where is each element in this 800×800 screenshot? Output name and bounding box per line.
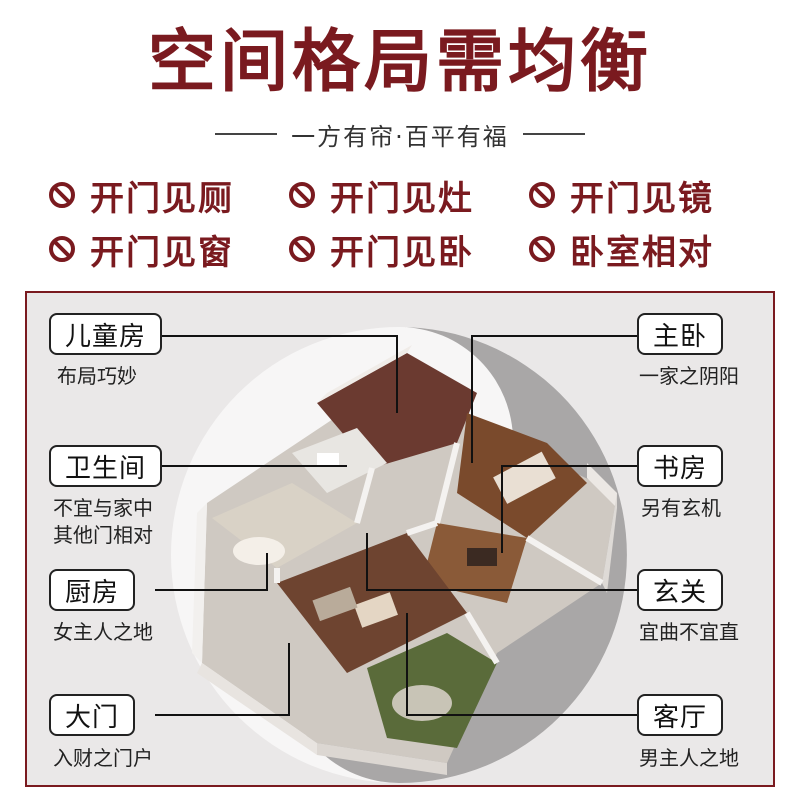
- label-foyer: 玄关: [637, 569, 724, 611]
- ban-icon: [529, 236, 555, 262]
- rule-item: 开门见窗: [48, 222, 288, 276]
- desc-foyer: 宜曲不宜直: [639, 620, 739, 644]
- label-entrance-door: 大门: [49, 694, 136, 736]
- leader-line-living-room: [406, 613, 639, 716]
- label-master-bedroom: 主卧: [637, 313, 724, 355]
- label-child-room: 儿童房: [49, 313, 163, 355]
- ban-icon: [49, 236, 75, 262]
- label-study: 书房: [637, 445, 724, 487]
- desc-master-bedroom: 一家之阴阳: [639, 364, 739, 388]
- desc-study: 另有玄机: [641, 496, 721, 520]
- subtitle-left-rule: [215, 133, 278, 135]
- rule-item: 开门见镜: [528, 168, 768, 222]
- desc-kitchen: 女主人之地: [53, 620, 153, 644]
- ban-icon: [289, 236, 315, 262]
- rule-text: 开门见窗: [90, 232, 234, 273]
- floorplan-model: [192, 345, 617, 775]
- leader-line-child-room: [155, 335, 398, 413]
- page-title: 空间格局需均衡: [147, 23, 652, 102]
- subtitle: 一方有帘·百平有福: [291, 122, 509, 151]
- floorplan-scene: [155, 327, 639, 783]
- rule-item: 开门见厕: [48, 168, 288, 222]
- subtitle-row: 一方有帘·百平有福: [0, 116, 800, 152]
- subtitle-right-rule: [522, 133, 585, 135]
- rule-item: 开门见卧: [288, 222, 528, 276]
- rule-text: 开门见灶: [330, 178, 474, 219]
- rule-item: 卧室相对: [528, 222, 768, 276]
- leader-line-study: [501, 465, 639, 553]
- rule-item: 开门见灶: [288, 168, 528, 222]
- leader-line-entrance-door: [155, 643, 290, 716]
- leader-line-master-bedroom: [471, 335, 639, 463]
- rule-text: 卧室相对: [570, 232, 714, 273]
- desc-bathroom-line2: 其他门相对: [53, 523, 153, 547]
- ban-icon: [49, 182, 75, 208]
- rule-text: 开门见厕: [90, 178, 234, 219]
- desc-bathroom-line1: 不宜与家中: [53, 496, 153, 520]
- ban-icon: [529, 182, 555, 208]
- leader-lines: [155, 335, 639, 716]
- desc-entrance-door: 入财之门户: [53, 746, 153, 770]
- desc-living-room: 男主人之地: [639, 746, 739, 770]
- ban-icon: [289, 182, 315, 208]
- rule-text: 开门见镜: [570, 178, 714, 219]
- label-bathroom: 卫生间: [49, 445, 163, 487]
- desc-child-room: 布局巧妙: [57, 364, 137, 388]
- label-kitchen: 厨房: [49, 569, 136, 611]
- leader-line-foyer: [366, 533, 639, 591]
- rule-text: 开门见卧: [330, 232, 474, 273]
- label-living-room: 客厅: [637, 694, 724, 736]
- leader-line-kitchen: [155, 553, 268, 591]
- floorplan-panel: 儿童房 布局巧妙 卫生间 不宜与家中 其他门相对 厨房 女主人之地 大门 入财之…: [25, 291, 775, 787]
- taboo-rules-grid: 开门见厕 开门见灶 开门见镜 开门见窗 开门见卧 卧室相对: [48, 168, 768, 278]
